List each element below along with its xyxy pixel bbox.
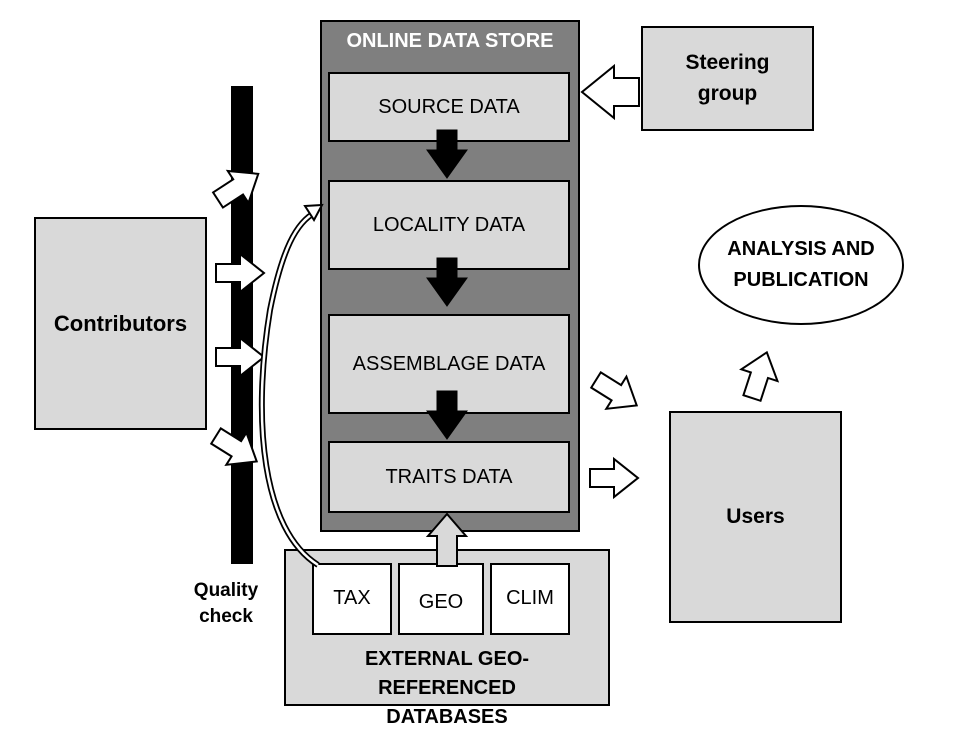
traits-data-box: TRAITS DATA <box>328 441 570 513</box>
contributor-arrow-2 <box>215 253 265 293</box>
steering-group-label: Steering group <box>685 51 770 105</box>
users-box: Users <box>669 411 842 623</box>
steering-group-box: Steering group <box>641 26 814 131</box>
tax-label: TAX <box>333 587 371 609</box>
external-to-locality-curve <box>258 209 320 568</box>
traits-data-label: TRAITS DATA <box>385 465 513 488</box>
source-to-locality-arrow <box>426 129 468 179</box>
assemblage-data-label: ASSEMBLAGE DATA <box>352 352 546 375</box>
store-to-users-arrow-2 <box>589 458 639 498</box>
assemblage-to-traits-arrow <box>426 390 468 440</box>
locality-data-label: LOCALITY DATA <box>372 213 526 236</box>
users-to-analysis-arrow <box>732 345 786 405</box>
users-label: Users <box>726 505 785 528</box>
curve-arrowhead <box>303 203 324 222</box>
clim-label: CLIM <box>506 587 554 609</box>
store-to-users-arrow-1 <box>584 362 648 423</box>
contributor-arrow-3 <box>215 337 265 377</box>
locality-data-box: LOCALITY DATA <box>328 180 570 270</box>
quality-check-label: Quality check <box>193 580 259 627</box>
tax-database-box: TAX <box>312 563 392 635</box>
online-data-store-title: ONLINE DATA STORE <box>346 30 554 52</box>
analysis-publication-ellipse: ANALYSIS AND PUBLICATION <box>698 205 904 325</box>
contributor-arrow-4 <box>204 418 268 479</box>
clim-database-box: CLIM <box>490 563 570 635</box>
contributors-label: Contributors <box>53 310 188 336</box>
contributor-arrow-1 <box>206 156 270 217</box>
curve-inner <box>260 210 319 567</box>
locality-to-assemblage-arrow <box>426 257 468 307</box>
source-data-label: SOURCE DATA <box>378 95 520 118</box>
steering-arrow <box>580 63 640 121</box>
analysis-publication-label: ANALYSIS AND PUBLICATION <box>727 238 875 291</box>
geo-label: GEO <box>418 591 464 613</box>
external-to-traits-arrow <box>425 512 469 567</box>
contributors-box: Contributors <box>34 217 207 430</box>
